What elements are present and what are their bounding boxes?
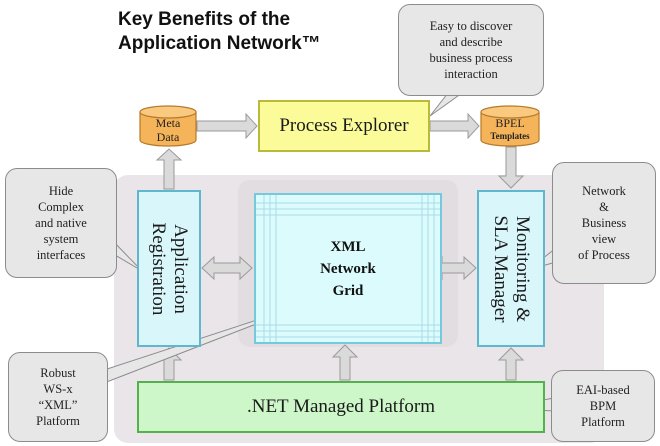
application-registration-label: Application Registration xyxy=(148,222,191,315)
arrow-meta-to-process xyxy=(196,112,258,140)
callout-tail-top xyxy=(429,92,464,117)
callout-right-top: Network & Business view of Process xyxy=(552,162,656,284)
grid-lines xyxy=(256,195,440,342)
callout-left-bottom: Robust WS-x “XML” Platform xyxy=(8,352,108,442)
process-explorer-box[interactable]: Process Explorer xyxy=(258,100,430,152)
arrow-platform-to-grid xyxy=(331,344,359,381)
application-registration-box[interactable]: Application Registration xyxy=(137,190,201,347)
callout-right-bottom: EAI-based BPM Platform xyxy=(551,370,655,442)
arrow-bpel-to-monitoring xyxy=(497,146,525,189)
arrow-process-to-bpel xyxy=(429,112,480,140)
meta-data-cylinder[interactable]: Meta Data xyxy=(138,104,198,148)
xml-network-grid-label: XML Network Grid xyxy=(320,238,376,299)
arrow-platform-to-monitoring xyxy=(497,347,525,381)
arrow-appreg-to-meta xyxy=(155,148,183,190)
arrow-appreg-grid xyxy=(201,255,253,281)
net-managed-platform-label: .NET Managed Platform xyxy=(246,396,436,417)
callout-top: Easy to discover and describe business p… xyxy=(398,4,544,96)
diagram-title: Key Benefits of the Application Network™ xyxy=(118,9,321,54)
bpel-templates-cylinder[interactable]: BPEL Templates xyxy=(479,104,541,148)
xml-network-grid-box[interactable]: XML Network Grid xyxy=(254,193,442,344)
callout-left-top: Hide Complex and native system interface… xyxy=(5,168,117,278)
net-managed-platform-box[interactable]: .NET Managed Platform xyxy=(137,381,545,433)
process-explorer-label: Process Explorer xyxy=(279,115,409,136)
monitoring-sla-manager-box[interactable]: Monitoring & SLA Manager xyxy=(477,190,545,347)
monitoring-sla-manager-label: Monitoring & SLA Manager xyxy=(490,214,533,323)
